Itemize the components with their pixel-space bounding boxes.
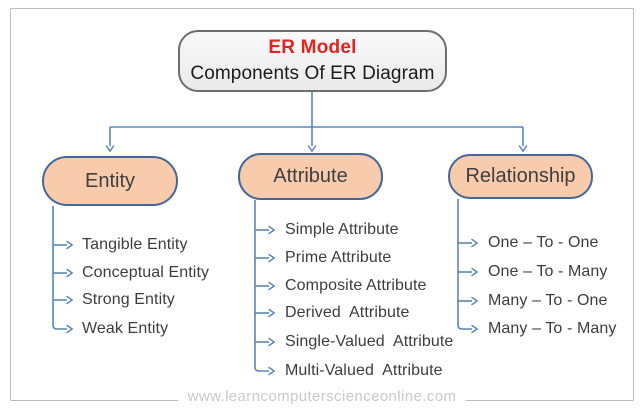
branch-label-entity: Entity xyxy=(84,169,136,192)
list-item: Simple Attribute xyxy=(285,221,399,238)
branch-node-attribute: Attribute xyxy=(238,153,383,200)
list-item: Tangible Entity xyxy=(82,236,188,253)
branch-node-relationship: Relationship xyxy=(448,154,593,199)
footer-watermark: www.learncomputerscienceonline.com xyxy=(0,388,644,406)
relationship-trunk xyxy=(457,199,478,334)
list-item: One – To - Many xyxy=(488,263,608,280)
root-node-title: ER Model xyxy=(268,37,357,59)
list-item: Multi-Valued Attribute xyxy=(285,362,443,379)
attribute-trunk xyxy=(254,200,275,376)
list-item: Weak Entity xyxy=(82,320,169,337)
list-item: Conceptual Entity xyxy=(82,264,210,281)
list-item: One – To - One xyxy=(488,234,599,251)
branch-label-attribute: Attribute xyxy=(273,165,348,187)
list-item: Many – To - One xyxy=(488,292,608,309)
list-item: Single-Valued Attribute xyxy=(285,333,454,350)
list-item: Prime Attribute xyxy=(285,249,392,266)
list-item: Composite Attribute xyxy=(285,277,427,294)
list-item: Many – To - Many xyxy=(488,320,617,337)
root-node-subtitle: Components Of ER Diagram xyxy=(190,63,435,84)
list-item: Strong Entity xyxy=(82,291,175,308)
website-url: www.learncomputerscienceonline.com xyxy=(177,388,467,405)
entity-trunk xyxy=(52,206,73,334)
root-node-box: ER Model Components Of ER Diagram xyxy=(178,30,447,92)
branch-label-relationship: Relationship xyxy=(465,165,576,187)
list-item: Derived Attribute xyxy=(285,304,410,321)
branch-node-entity: Entity xyxy=(42,156,178,206)
